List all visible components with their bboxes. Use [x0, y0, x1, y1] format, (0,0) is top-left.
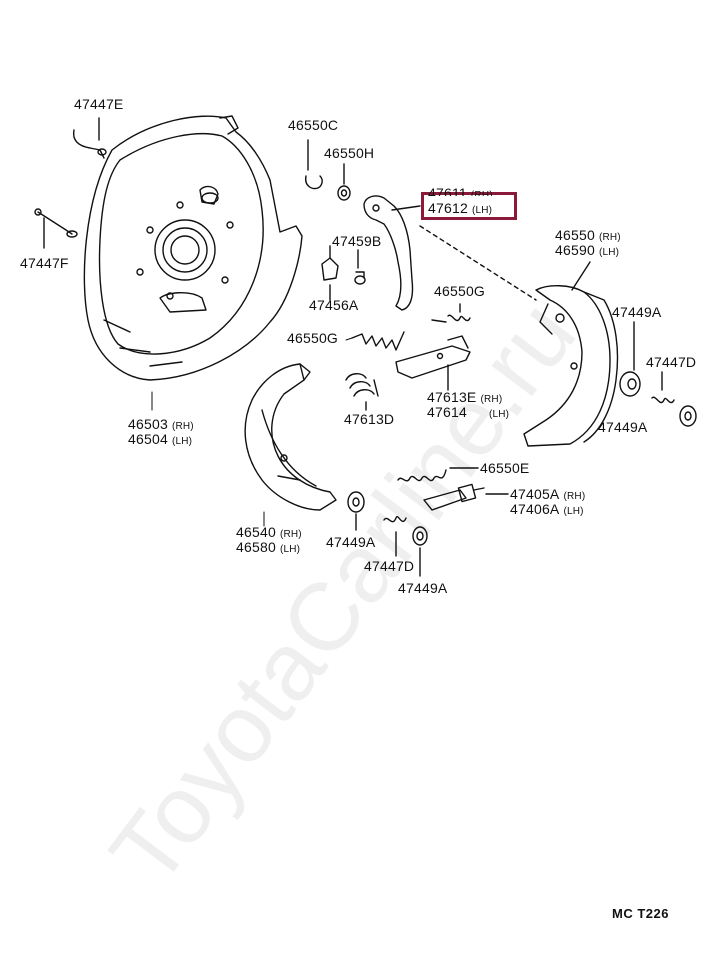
label-47449A-right-bottom[interactable]: 47449A: [598, 419, 648, 435]
diagram-reference-code: MC T226: [612, 906, 669, 921]
shoe-46550-drawing: [419, 225, 619, 447]
pin-47447F-drawing: [34, 208, 78, 249]
label-46503[interactable]: 46503(RH): [128, 416, 194, 433]
label-47447D-mid[interactable]: 47447D: [364, 558, 415, 574]
label-46550H[interactable]: 46550H: [324, 145, 375, 161]
label-46590[interactable]: 46590(LH): [555, 242, 620, 259]
clip-47456A-drawing: [321, 245, 339, 301]
spring-46550G-top-drawing: [431, 303, 471, 323]
pin-47447E-drawing: [72, 117, 107, 159]
spring-46550E-drawing: [397, 467, 479, 482]
label-46580[interactable]: 46580(LH): [236, 539, 301, 556]
cup-47449A-right-bottom-drawing: [679, 405, 697, 427]
label-46540[interactable]: 46540(RH): [236, 524, 302, 541]
label-47447F[interactable]: 47447F: [20, 255, 69, 271]
label-47449A-right-top[interactable]: 47449A: [612, 304, 662, 320]
selected-part-highlight: [421, 192, 517, 220]
label-46550E[interactable]: 46550E: [480, 460, 530, 476]
shoe-46540-drawing: [244, 363, 337, 511]
label-47405A[interactable]: 47405A(RH): [510, 486, 586, 503]
lever-47612-drawing: [363, 195, 421, 311]
leader-lines: [151, 337, 353, 527]
spring-47447D-mid-drawing: [383, 515, 407, 557]
washer-46550H-drawing: [337, 163, 351, 201]
clip-46550C-drawing: [304, 139, 323, 190]
label-47613D[interactable]: 47613D: [344, 411, 395, 427]
strut-47613E-drawing: [395, 335, 471, 391]
label-47613E[interactable]: 47613E(RH): [427, 389, 503, 406]
label-47459B[interactable]: 47459B: [332, 233, 382, 249]
label-47406A[interactable]: 47406A(LH): [510, 501, 584, 518]
label-46550G-left[interactable]: 46550G: [287, 330, 339, 346]
label-47611[interactable]: 47611(RH): [428, 185, 493, 201]
clip-47613D-drawing: [345, 373, 379, 411]
label-46550[interactable]: 46550(RH): [555, 227, 621, 244]
label-46504[interactable]: 46504(LH): [128, 431, 193, 448]
label-47447E[interactable]: 47447E: [74, 96, 124, 112]
label-47612[interactable]: 47612(LH): [428, 200, 493, 217]
label-47456A[interactable]: 47456A: [309, 297, 359, 313]
cup-47449A-mid-drawing: [347, 491, 365, 531]
cup-47449A-right-top-drawing: [619, 321, 641, 397]
bolt-47459B-drawing: [354, 249, 366, 285]
backing-plate-drawing: [83, 115, 303, 381]
label-46550C[interactable]: 46550C: [288, 117, 339, 133]
spring-46550G-left-drawing: [351, 331, 405, 351]
spring-47447D-right-drawing: [651, 371, 675, 404]
label-46550G-top[interactable]: 46550G: [434, 283, 486, 299]
label-47447D-right[interactable]: 47447D: [646, 354, 697, 370]
label-47614[interactable]: 47614(LH): [427, 404, 510, 421]
label-47449A-bottom[interactable]: 47449A: [398, 580, 448, 596]
adjuster-47405A-drawing: [423, 483, 509, 511]
cup-47449A-bottom-drawing: [412, 526, 428, 577]
label-47449A-mid[interactable]: 47449A: [326, 534, 376, 550]
